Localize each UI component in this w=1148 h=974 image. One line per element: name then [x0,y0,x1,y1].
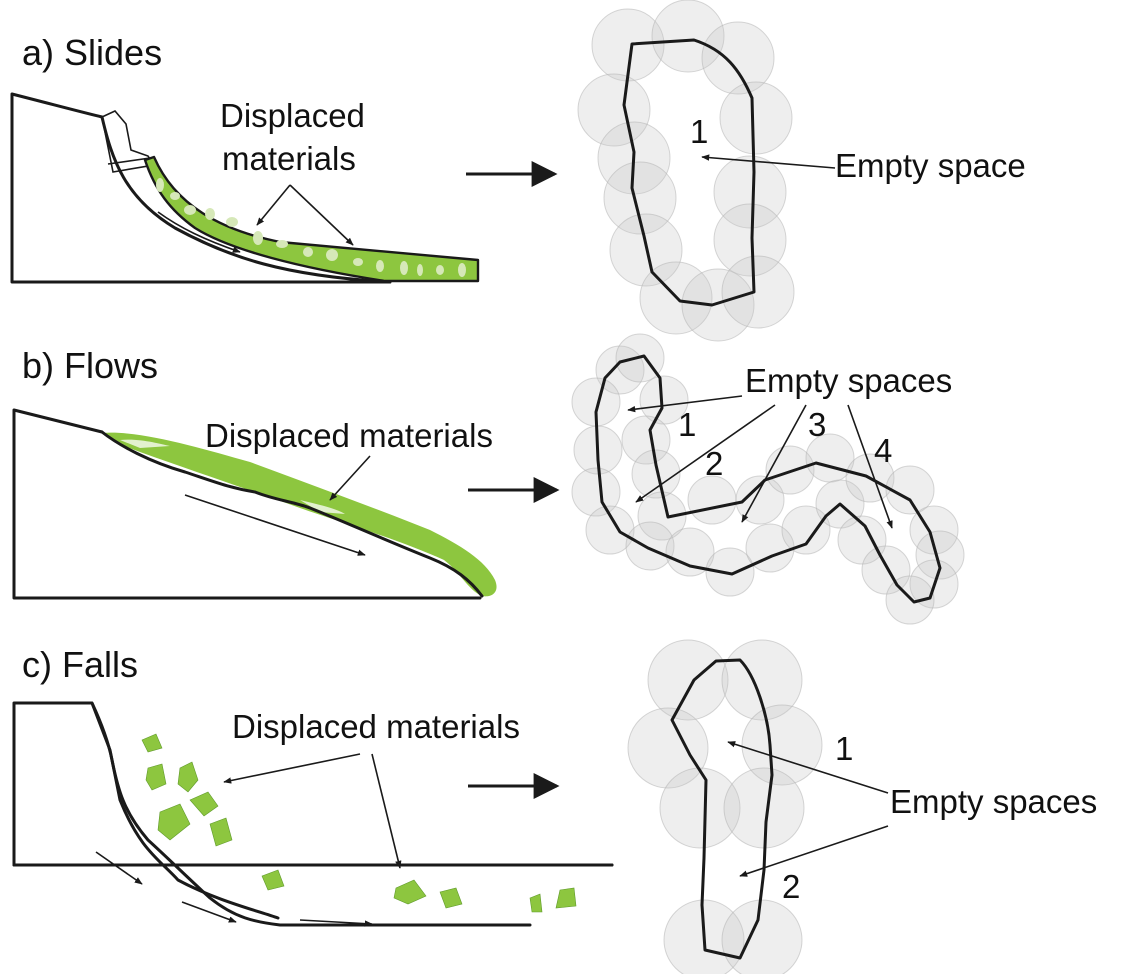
panel-b-title: b) Flows [22,345,158,386]
falls-displaced-label: Displaced materials [232,708,520,745]
panel-flows: b) Flows Displaced materials [14,334,964,624]
flows-empty-spaces-label: Empty spaces [745,362,952,399]
flows-number-4: 4 [874,432,892,469]
flows-number-2: 2 [705,445,723,482]
slides-pointer-1 [257,185,290,225]
panel-a-title: a) Slides [22,32,162,73]
falls-empty-spaces-label: Empty spaces [890,783,1097,820]
slides-displaced-label-line2: materials [222,140,356,177]
flows-number-1: 1 [678,406,696,443]
slides-displaced-label-line1: Displaced [220,97,365,134]
falls-pointer-1 [224,754,360,782]
slides-number-1: 1 [690,113,708,150]
falls-movement-arrow-2 [182,902,236,922]
flows-number-3: 3 [808,406,826,443]
falls-movement-arrow-1 [96,852,142,884]
slides-pointer-2 [290,185,353,245]
falls-number-1: 1 [835,730,853,767]
panel-falls: c) Falls Displaced materials [14,640,1097,974]
flows-displaced-label: Displaced materials [205,417,493,454]
falls-number-2: 2 [782,868,800,905]
panel-c-title: c) Falls [22,644,138,685]
flows-pointer [330,456,370,500]
panel-slides: a) Slides Displaced materials [12,0,1026,341]
flows-displaced-material [102,433,497,597]
slides-bubbles [578,0,794,341]
falls-rocks [142,734,576,912]
falls-movement-arrow-3 [300,920,372,924]
falls-bubbles [628,640,822,974]
falls-pointer-2 [372,754,400,868]
slides-empty-space-label: Empty space [835,147,1026,184]
